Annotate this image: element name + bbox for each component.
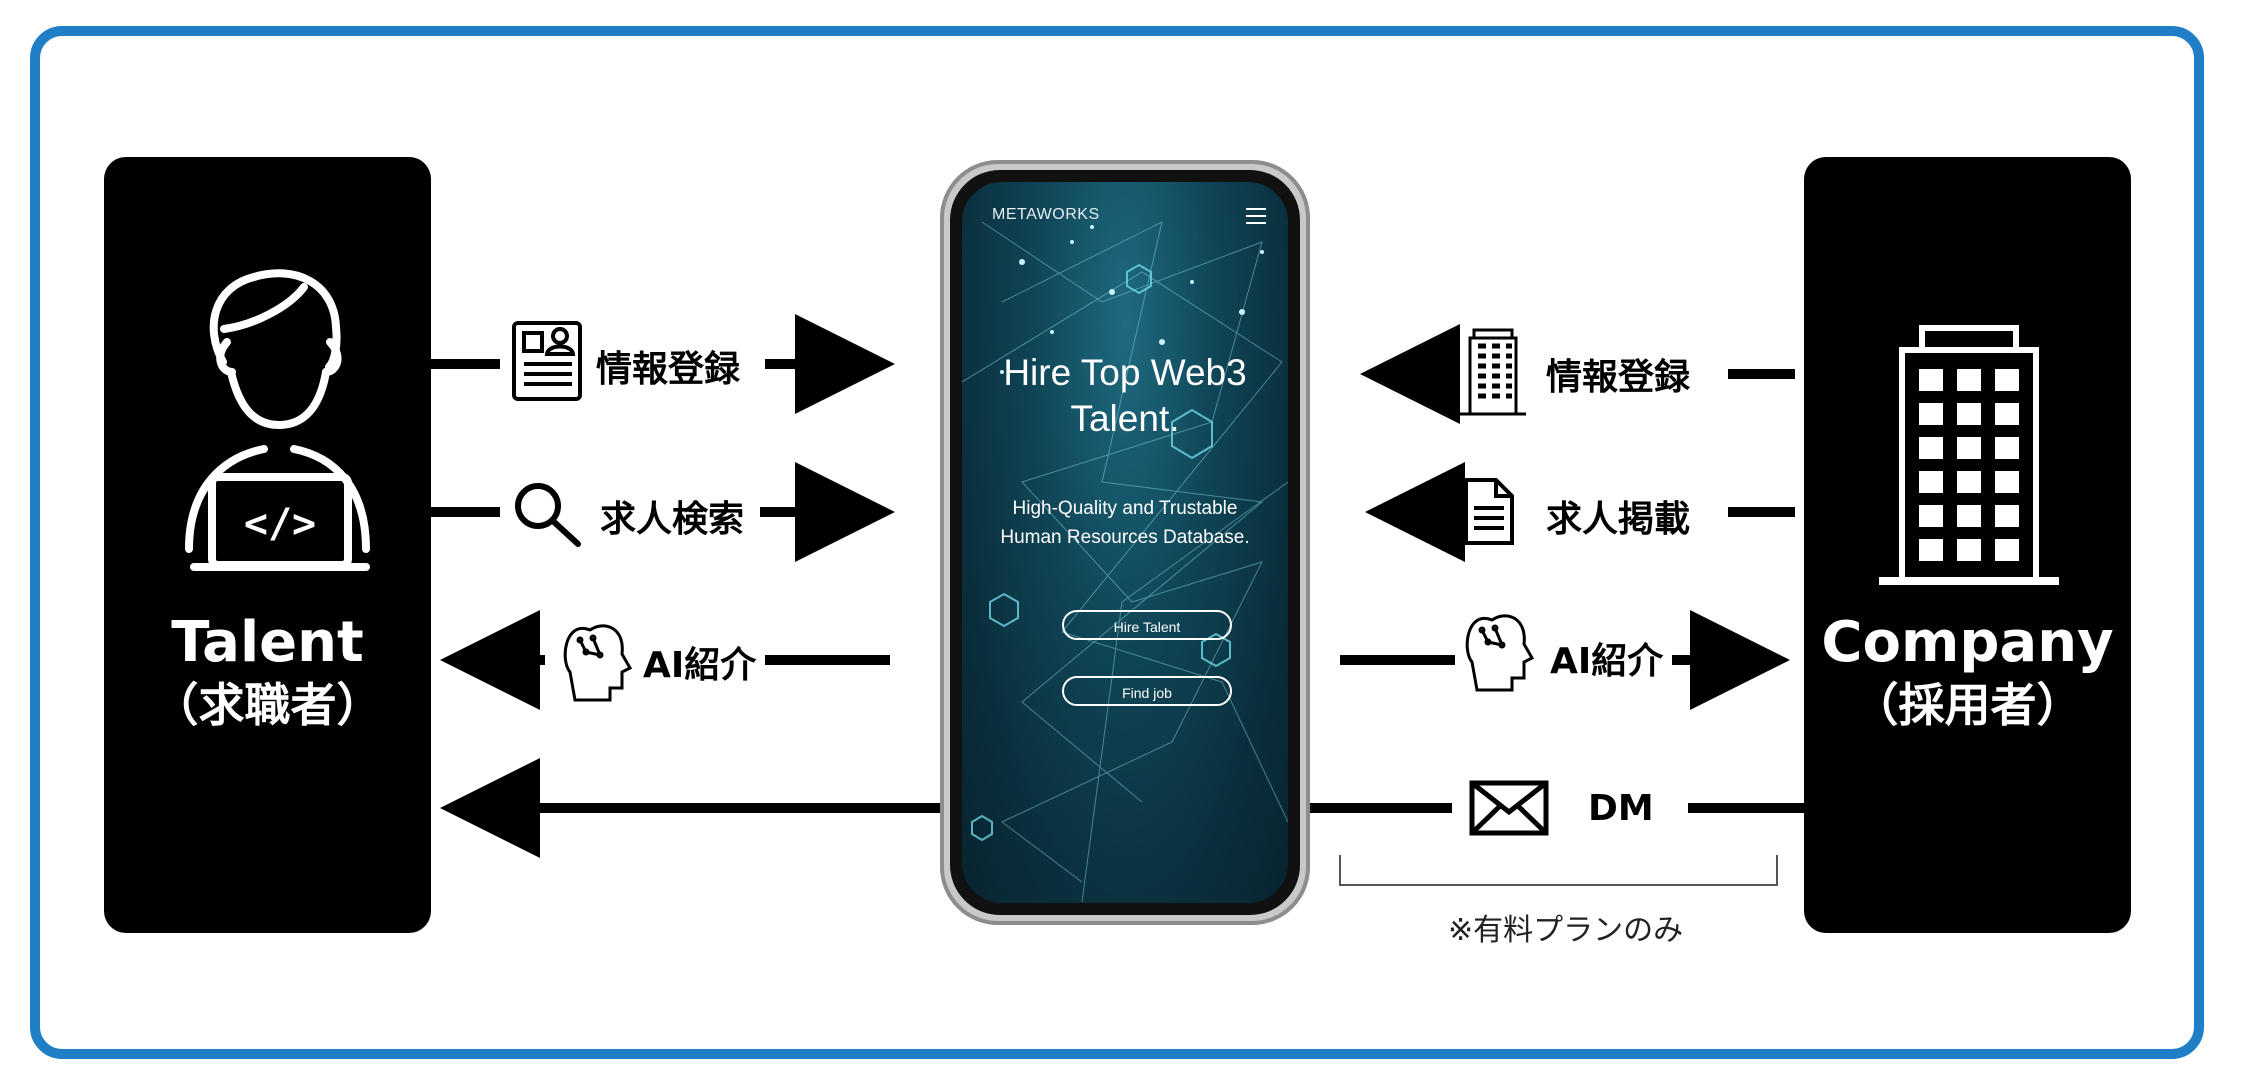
menu-icon[interactable] — [1246, 208, 1266, 224]
magnifier-icon — [518, 486, 578, 544]
document-icon — [1466, 480, 1512, 543]
ai-head-icon — [1467, 616, 1532, 690]
paid-plan-note: ※有料プランのみ — [1448, 905, 1683, 949]
envelope-icon — [1472, 783, 1546, 833]
phone-screen: METAWORKS Hire Top Web3 Talent. High-Qua… — [962, 182, 1288, 903]
company-register-label: 情報登録 — [1546, 348, 1690, 400]
company-ai-label: AI紹介 — [1550, 632, 1663, 684]
phone-brand-logo: METAWORKS — [992, 206, 1100, 224]
hire-talent-button[interactable]: Hire Talent — [1062, 610, 1232, 640]
talent-search-label: 求人検索 — [600, 490, 744, 542]
talent-register-label: 情報登録 — [596, 340, 740, 392]
office-building-icon — [1460, 330, 1526, 414]
ai-head-icon — [565, 626, 630, 700]
company-dm-label: DM — [1588, 788, 1654, 829]
company-post-label: 求人掲載 — [1546, 490, 1690, 542]
profile-card-icon — [514, 323, 580, 399]
talent-ai-label: AI紹介 — [643, 636, 756, 688]
phone-mockup: METAWORKS Hire Top Web3 Talent. High-Qua… — [940, 160, 1310, 925]
find-job-button[interactable]: Find job — [1062, 676, 1232, 706]
phone-headline-line2: Talent. — [962, 396, 1288, 442]
phone-subheading-line2: Human Resources Database. — [962, 523, 1288, 552]
phone-headline-line1: Hire Top Web3 — [962, 350, 1288, 396]
phone-subheading-line1: High-Quality and Trustable — [962, 494, 1288, 523]
phone-bezel: METAWORKS Hire Top Web3 Talent. High-Qua… — [950, 170, 1300, 915]
